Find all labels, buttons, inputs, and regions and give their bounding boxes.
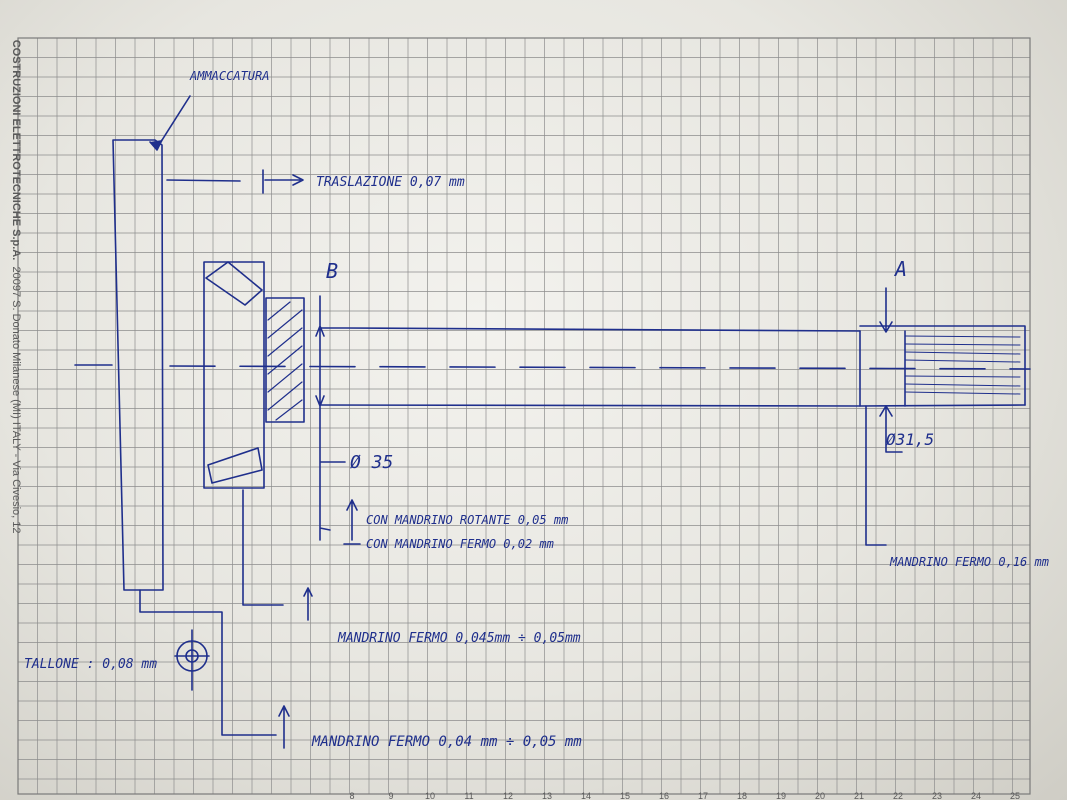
margin-address: 20097 S. Donato Milanese (MI) ITALY - Vi…: [10, 267, 22, 534]
seal-block: [265, 297, 305, 423]
housing-leader: [242, 489, 284, 606]
target-symbol-cross: [174, 629, 210, 691]
flange-plate: [112, 139, 164, 591]
label-mandrino-fermo-4: MANDRINO FERMO 0,04 mm ÷ 0,05 mm: [311, 734, 582, 750]
ruler-tick-label: 14: [581, 791, 591, 800]
bearing-roller-top: [205, 261, 263, 306]
rotante-arrow: [343, 499, 361, 545]
b-dial-leader: [315, 295, 346, 541]
traslazione-tick: [262, 169, 304, 194]
label-b: B: [326, 259, 338, 283]
ruler-tick-label: 10: [425, 791, 435, 800]
ruler-tick-label: 16: [659, 791, 669, 800]
bottom-ruler: 8 9 10 11 12 13 14 15 16 17 18 19 20 21 22 23 24 25: [349, 791, 1020, 800]
label-a: A: [893, 257, 907, 281]
label-mandrino-fermo-1: CON MANDRINO FERMO 0,02 mm: [366, 537, 554, 551]
ruler-tick-label: 8: [349, 791, 354, 800]
ruler-tick-label: 22: [893, 791, 903, 800]
ruler-tick-label: 18: [737, 791, 747, 800]
label-diam-31-5: Ø31,5: [886, 430, 934, 449]
bearing-housing: [203, 261, 265, 489]
ruler-tick-label: 25: [1010, 791, 1020, 800]
shaft-top-edge: [319, 327, 861, 332]
dent-arrow-head: [149, 139, 163, 151]
ruler-tick-label: 23: [932, 791, 942, 800]
a-dial-leader: [879, 405, 903, 453]
ruler-tick-label: 19: [776, 791, 786, 800]
label-ammaccatura: AMMACCATURA: [189, 69, 269, 83]
bearing-roller-bottom: [207, 447, 263, 484]
graph-border: [17, 37, 1031, 795]
tallone-leader: [139, 589, 277, 736]
dent-arrow: [156, 95, 191, 149]
a-runout-leader: [865, 405, 887, 546]
label-mandrino-fermo-2: MANDRINO FERMO 0,16 mm: [889, 555, 1049, 569]
shaft-end-lines: [904, 335, 1021, 395]
margin-company: COSTRUZIONI ELETTROTECNICHE S.p.A.: [10, 40, 22, 261]
label-mandrino-rotante: CON MANDRINO ROTANTE 0,05 mm: [366, 513, 568, 527]
ruler-tick-label: 21: [854, 791, 864, 800]
label-diam-35: Ø 35: [350, 452, 393, 473]
shaft-end-section: [859, 325, 1026, 407]
label-traslazione: TRASLAZIONE 0,07 mm: [316, 175, 465, 190]
seal-hatching: [267, 301, 303, 421]
label-mandrino-fermo-3: MANDRINO FERMO 0,045mm ÷ 0,05mm: [337, 631, 581, 646]
ruler-tick-label: 13: [542, 791, 552, 800]
graph-grid: [17, 37, 1030, 794]
tallone-arrow: [278, 705, 290, 749]
label-tallone: TALLONE : 0,08 mm: [24, 657, 157, 672]
ruler-tick-label: 9: [388, 791, 393, 800]
traslazione-leader: [166, 179, 241, 182]
ruler-tick-label: 20: [815, 791, 825, 800]
ruler-tick-label: 24: [971, 791, 981, 800]
center-axis-dashes: [169, 365, 1031, 370]
ruler-tick-label: 15: [620, 791, 630, 800]
a-dial-arrow: [879, 287, 893, 333]
housing-arrow: [303, 587, 313, 621]
ruler-tick-label: 12: [503, 791, 513, 800]
shaft-bottom-edge: [319, 404, 1026, 407]
ruler-tick-label: 17: [698, 791, 708, 800]
ruler-tick-label: 11: [464, 791, 473, 800]
